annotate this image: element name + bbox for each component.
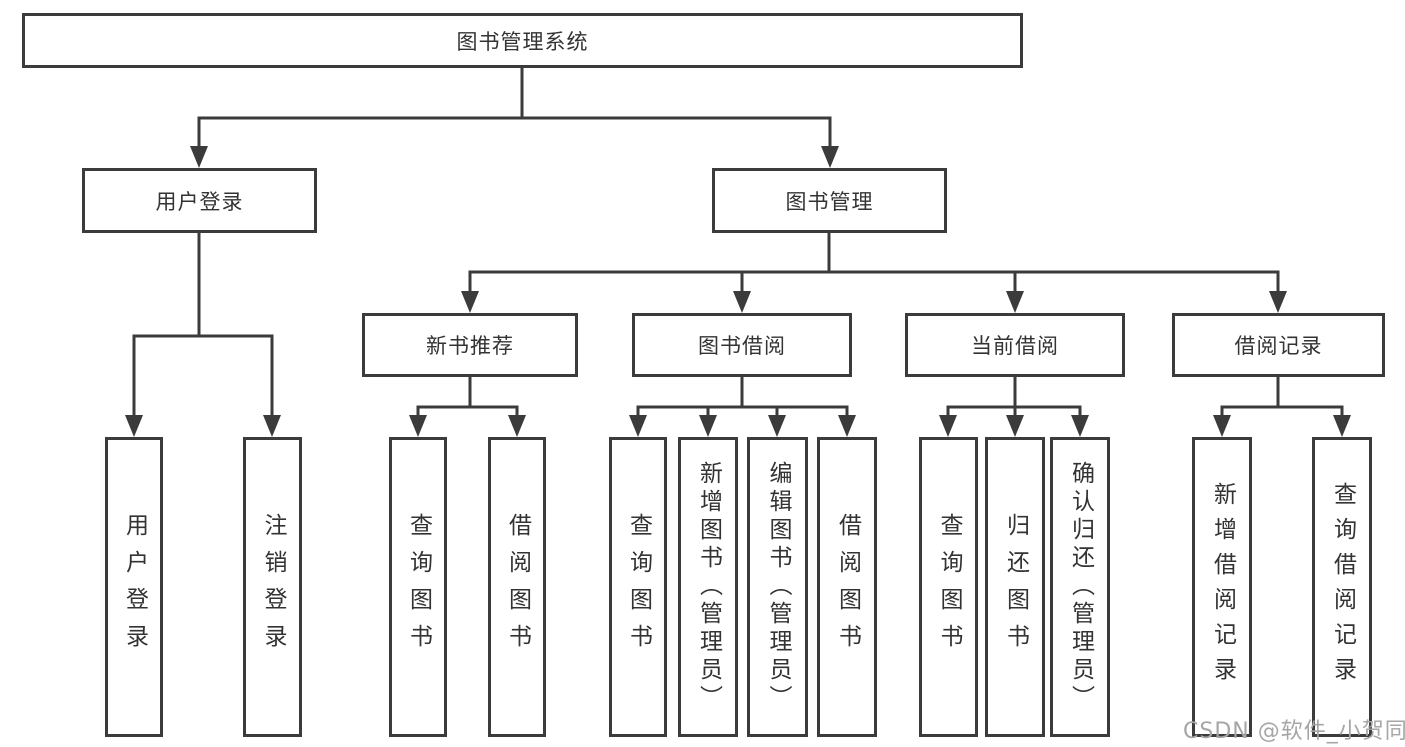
node-book-borrowing: 图书借阅	[632, 313, 852, 377]
leaf-edit-books-admin-label: 编辑图书（管理员）	[765, 461, 791, 713]
leaf-logout-label: 注销登录	[260, 513, 286, 661]
leaf-return-books-label: 归还图书	[1002, 513, 1029, 661]
node-new-book-recommend: 新书推荐	[362, 313, 578, 377]
node-library-management-system: 图书管理系统	[22, 13, 1023, 68]
leaf-query-books-current: 查询图书	[919, 437, 978, 737]
leaf-edit-books-admin: 编辑图书（管理员）	[747, 437, 808, 737]
leaf-confirm-return-admin: 确认归还（管理员）	[1050, 437, 1110, 737]
leaf-borrow-books-recommend-label: 借阅图书	[504, 513, 531, 661]
leaf-logout: 注销登录	[243, 437, 302, 737]
leaf-query-borrow-record-label: 查询借阅记录	[1329, 482, 1356, 692]
leaf-add-borrow-record: 新增借阅记录	[1192, 437, 1252, 737]
leaf-add-books-admin: 新增图书（管理员）	[678, 437, 738, 737]
node-borrowing-records: 借阅记录	[1172, 313, 1385, 377]
leaf-confirm-return-admin-label: 确认归还（管理员）	[1067, 461, 1094, 713]
leaf-borrow-books-borrowing-label: 借阅图书	[834, 513, 861, 661]
leaf-add-books-admin-label: 新增图书（管理员）	[695, 461, 722, 713]
leaf-user-login: 用户登录	[105, 437, 163, 737]
node-book-management: 图书管理	[712, 168, 947, 233]
leaf-query-borrow-record: 查询借阅记录	[1312, 437, 1372, 737]
leaf-user-login-label: 用户登录	[121, 513, 148, 661]
watermark: CSDN @软件_小贺同学	[1183, 719, 1405, 744]
leaf-query-books-borrowing-label: 查询图书	[625, 513, 652, 661]
leaf-query-books-borrowing: 查询图书	[609, 437, 667, 737]
leaf-query-books-recommend-label: 查询图书	[405, 513, 432, 661]
leaf-return-books: 归还图书	[985, 437, 1045, 737]
leaf-borrow-books-borrowing: 借阅图书	[817, 437, 877, 737]
node-user-login: 用户登录	[82, 168, 317, 233]
leaf-borrow-books-recommend: 借阅图书	[488, 437, 546, 737]
leaf-query-books-recommend: 查询图书	[389, 437, 447, 737]
leaf-add-borrow-record-label: 新增借阅记录	[1209, 482, 1236, 692]
leaf-query-books-current-label: 查询图书	[936, 513, 962, 661]
node-current-borrowing: 当前借阅	[905, 313, 1125, 377]
